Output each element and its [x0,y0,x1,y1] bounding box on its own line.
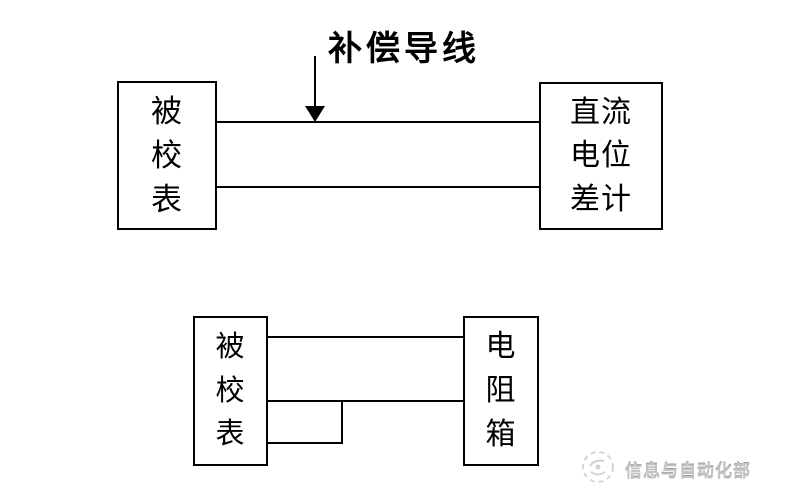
box-text-line: 校 [151,138,183,173]
bottom-right-box-resistance-box: 电 阻 箱 [463,316,539,466]
arrow-head [305,106,325,122]
box-text-line: 直流 [570,95,632,129]
bottom-wire-stub [268,442,343,444]
watermark: 信息与自动化部 [578,446,751,493]
box-text-line: 被 [151,94,183,129]
arrow-shaft [314,56,316,108]
bottom-wire-upper [268,336,463,338]
bottom-left-box-meter-under-test: 被 校 表 [193,316,268,466]
top-wire-lower [217,186,539,188]
box-text-line: 表 [151,182,183,217]
box-text-line: 阻 [485,374,517,407]
emblem-icon [578,446,618,493]
box-text-line: 校 [215,374,246,407]
box-text-line: 差计 [570,182,632,216]
bottom-wire-vertical-jumper [341,400,343,444]
top-wire-upper [217,121,539,123]
bottom-wire-middle [268,400,463,402]
box-text-line: 被 [215,330,246,363]
compensation-wire-label: 补偿导线 [328,30,480,68]
top-right-box-dc-potentiometer: 直流 电位 差计 [539,82,663,230]
box-text-line: 电 [485,330,517,363]
box-text-line: 电位 [570,139,632,172]
box-text-line: 表 [215,418,246,451]
box-text-line: 箱 [485,418,517,451]
watermark-text: 信息与自动化部 [625,462,751,481]
top-left-box-meter-under-test: 被 校 表 [117,81,217,230]
